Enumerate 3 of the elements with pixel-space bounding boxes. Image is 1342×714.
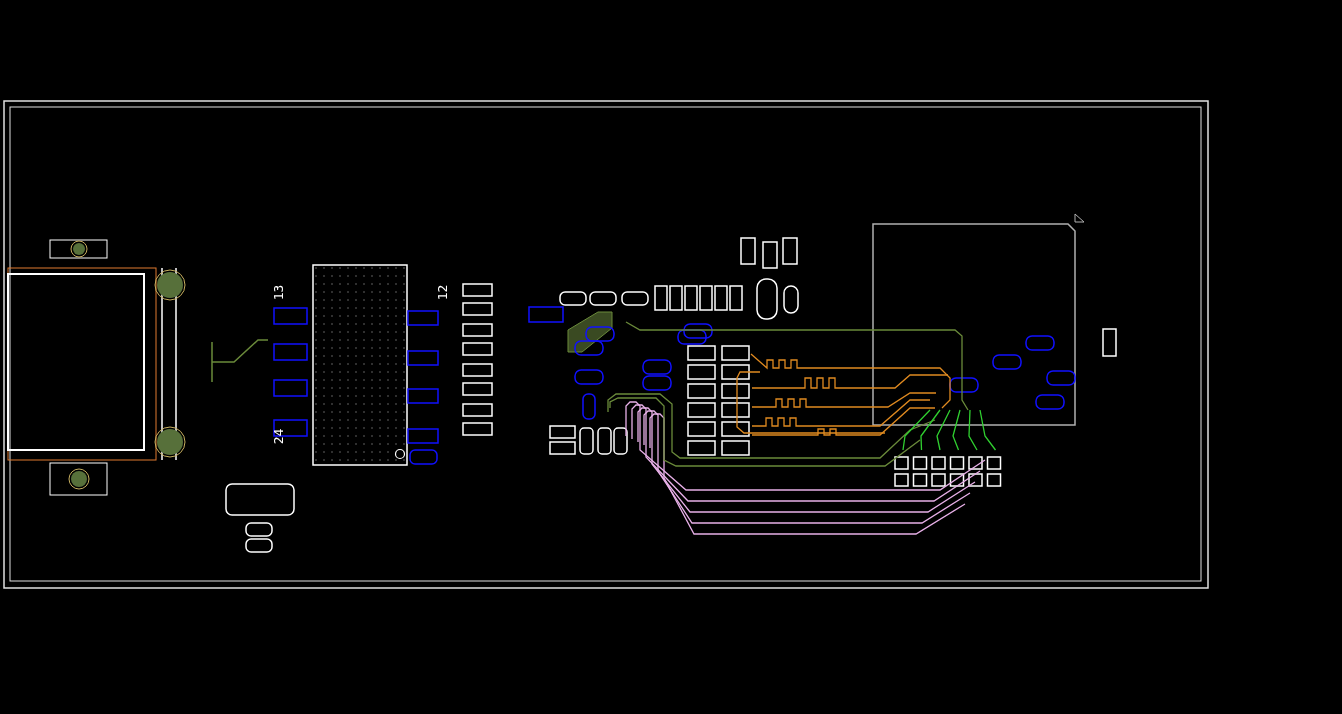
pin-number: 12 bbox=[436, 284, 450, 301]
pin-number: 13 bbox=[272, 284, 286, 301]
pin-number: 24 bbox=[272, 428, 286, 445]
